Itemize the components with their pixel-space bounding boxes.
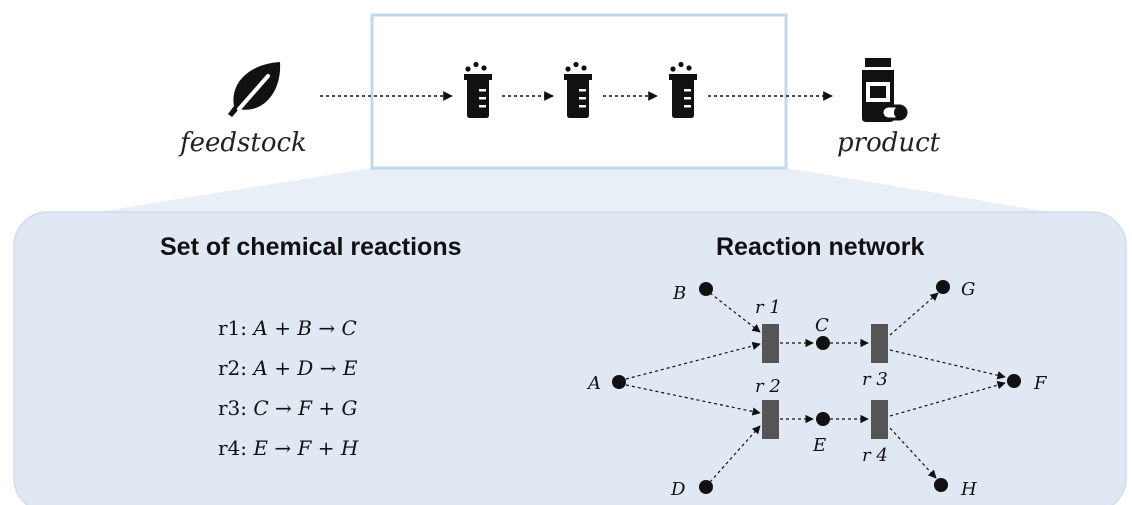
species-node-B	[699, 282, 713, 296]
highlight-box	[370, 13, 788, 170]
edge-B-r1	[709, 292, 761, 333]
species-label-G: G	[961, 279, 975, 300]
beaker-icon	[464, 61, 492, 118]
species-label-A: A	[586, 373, 601, 394]
edge-A-r2	[625, 384, 761, 416]
edge-r4-F	[889, 381, 1006, 417]
product-label: product	[837, 128, 941, 158]
edge-r3-G	[889, 292, 939, 336]
edge-r4-H	[889, 427, 937, 479]
reaction-id: r2:	[218, 356, 248, 380]
reaction-equation: A + D → E	[253, 356, 358, 380]
reaction-id: r3:	[218, 396, 248, 420]
reaction-label-r2: r 2	[755, 376, 781, 397]
zoom-wedge	[92, 168, 1055, 213]
reaction-item: r4: E → F + H	[218, 428, 358, 468]
reaction-node-r3	[871, 324, 888, 363]
species-node-H	[934, 478, 948, 492]
network-edges	[625, 292, 1006, 483]
reaction-id: r4:	[218, 436, 248, 460]
beaker-icon	[669, 61, 697, 118]
reaction-node-r2	[762, 400, 779, 439]
reaction-label-r4: r 4	[862, 445, 888, 466]
reaction-item: r1: A + B → C	[218, 308, 358, 348]
reaction-list: r1: A + B → C r2: A + D → E r3: C → F + …	[218, 308, 358, 468]
reaction-equation: E → F + H	[253, 436, 359, 460]
species-label-H: H	[960, 479, 977, 500]
edge-D-r2	[709, 425, 761, 483]
medicine-bottle-icon	[862, 58, 908, 122]
species-node-C	[816, 336, 830, 350]
species-label-C: C	[815, 315, 829, 336]
reaction-id: r1:	[218, 316, 248, 340]
reaction-equation: C → F + G	[253, 396, 358, 420]
left-panel-title: Set of chemical reactions	[160, 233, 462, 261]
species-label-E: E	[812, 435, 826, 456]
right-panel-title: Reaction network	[716, 233, 925, 261]
edge-r3-F	[889, 349, 1006, 380]
species-node-F	[1007, 374, 1021, 388]
species-node-G	[936, 280, 950, 294]
leaf-icon	[228, 62, 281, 117]
reaction-label-r3: r 3	[862, 369, 888, 390]
reaction-node-r1	[762, 324, 779, 363]
reaction-node-r4	[871, 400, 888, 439]
detail-panel	[13, 211, 1127, 505]
species-label-F: F	[1033, 373, 1048, 394]
species-node-E	[816, 412, 830, 426]
edge-A-r1	[625, 341, 761, 380]
beaker-icon	[564, 61, 592, 118]
species-label-D: D	[670, 479, 686, 500]
reaction-item: r3: C → F + G	[218, 388, 358, 428]
reaction-equation: A + B → C	[253, 316, 357, 340]
reaction-item: r2: A + D → E	[218, 348, 358, 388]
species-node-A	[612, 375, 626, 389]
feedstock-label: feedstock	[180, 128, 307, 158]
species-node-D	[699, 480, 713, 494]
reaction-label-r1: r 1	[755, 297, 781, 318]
species-label-B: B	[672, 283, 686, 304]
